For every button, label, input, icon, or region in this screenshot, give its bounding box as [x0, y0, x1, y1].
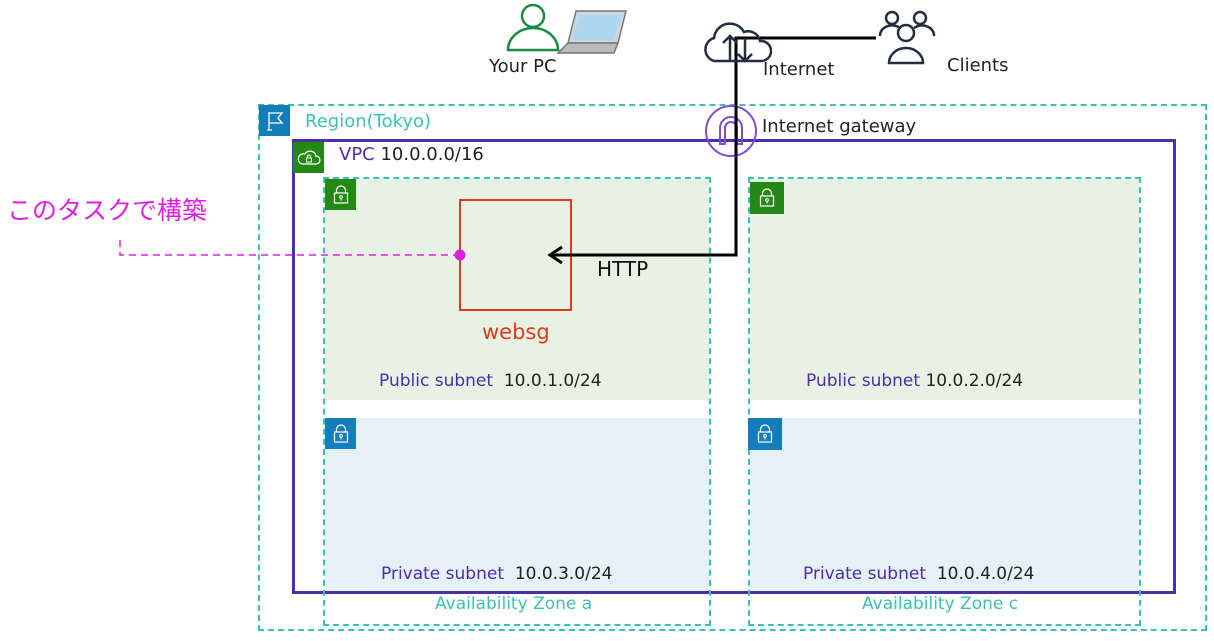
vpc-cidr: 10.0.0.0/16	[380, 144, 484, 165]
laptop-icon	[556, 10, 627, 54]
subnet-type: Public subnet	[806, 371, 921, 391]
private-subnet-a-badge	[325, 418, 356, 449]
vpc-label: VPC	[339, 144, 375, 165]
region-flag-badge	[259, 105, 290, 136]
private-subnet-a	[325, 418, 709, 591]
vpc-cloud-lock-icon	[297, 150, 321, 165]
availability-zone-a-label: Availability Zone a	[435, 594, 593, 614]
subnet-cidr: 10.0.3.0/24	[514, 564, 613, 584]
private-subnet-a-label: Private subnet 10.0.3.0/24	[381, 566, 612, 583]
availability-zone-c-label: Availability Zone c	[862, 594, 1019, 614]
internet-gateway-icon[interactable]	[704, 104, 758, 158]
lock-icon	[759, 188, 775, 207]
region-container	[258, 104, 1207, 631]
annotation-text: このタスクで構築	[7, 196, 208, 225]
public-subnet-a	[325, 179, 709, 400]
private-subnet-c-label: Private subnet 10.0.4.0/24	[803, 566, 1034, 583]
lock-icon	[333, 184, 348, 204]
lock-icon	[333, 423, 348, 443]
public-subnet-c	[750, 179, 1139, 400]
private-subnet-c-badge	[748, 418, 782, 450]
subnet-cidr: 10.0.1.0/24	[503, 371, 602, 391]
annotation-leader-line	[119, 240, 458, 256]
subnet-type: Public subnet	[379, 371, 494, 391]
your-pc-label: Your PC	[489, 56, 557, 77]
internet-cloud-icon	[704, 22, 772, 63]
availability-zone-a	[323, 177, 711, 626]
subnet-cidr: 10.0.2.0/24	[925, 371, 1024, 391]
internet-label: Internet	[763, 59, 835, 80]
subnet-type: Private subnet	[803, 564, 926, 584]
clients-label: Clients	[947, 55, 1009, 76]
subnet-cidr: 10.0.4.0/24	[936, 564, 1035, 584]
internet-gateway-label: Internet gateway	[762, 116, 917, 137]
http-arrowhead	[547, 245, 563, 265]
region-label: Region(Tokyo)	[305, 111, 432, 132]
lock-icon	[757, 424, 773, 443]
private-subnet-c	[750, 418, 1139, 591]
vpc-container	[292, 139, 1176, 594]
public-subnet-a-label: Public subnet 10.0.1.0/24	[379, 373, 602, 390]
subnet-type: Private subnet	[381, 564, 504, 584]
vpc-badge	[293, 142, 324, 173]
availability-zone-c	[748, 177, 1141, 626]
user-icon	[506, 3, 560, 52]
annotation-dot	[454, 249, 466, 261]
clients-icon	[878, 10, 936, 65]
public-subnet-c-label: Public subnet 10.0.2.0/24	[806, 373, 1023, 390]
public-subnet-a-badge	[325, 179, 356, 210]
websg-label: websg	[482, 320, 550, 344]
http-label: HTTP	[597, 257, 649, 281]
flag-icon	[266, 111, 283, 131]
public-subnet-c-badge	[750, 182, 784, 214]
vpc-label-group: VPC 10.0.0.0/16	[339, 146, 484, 164]
